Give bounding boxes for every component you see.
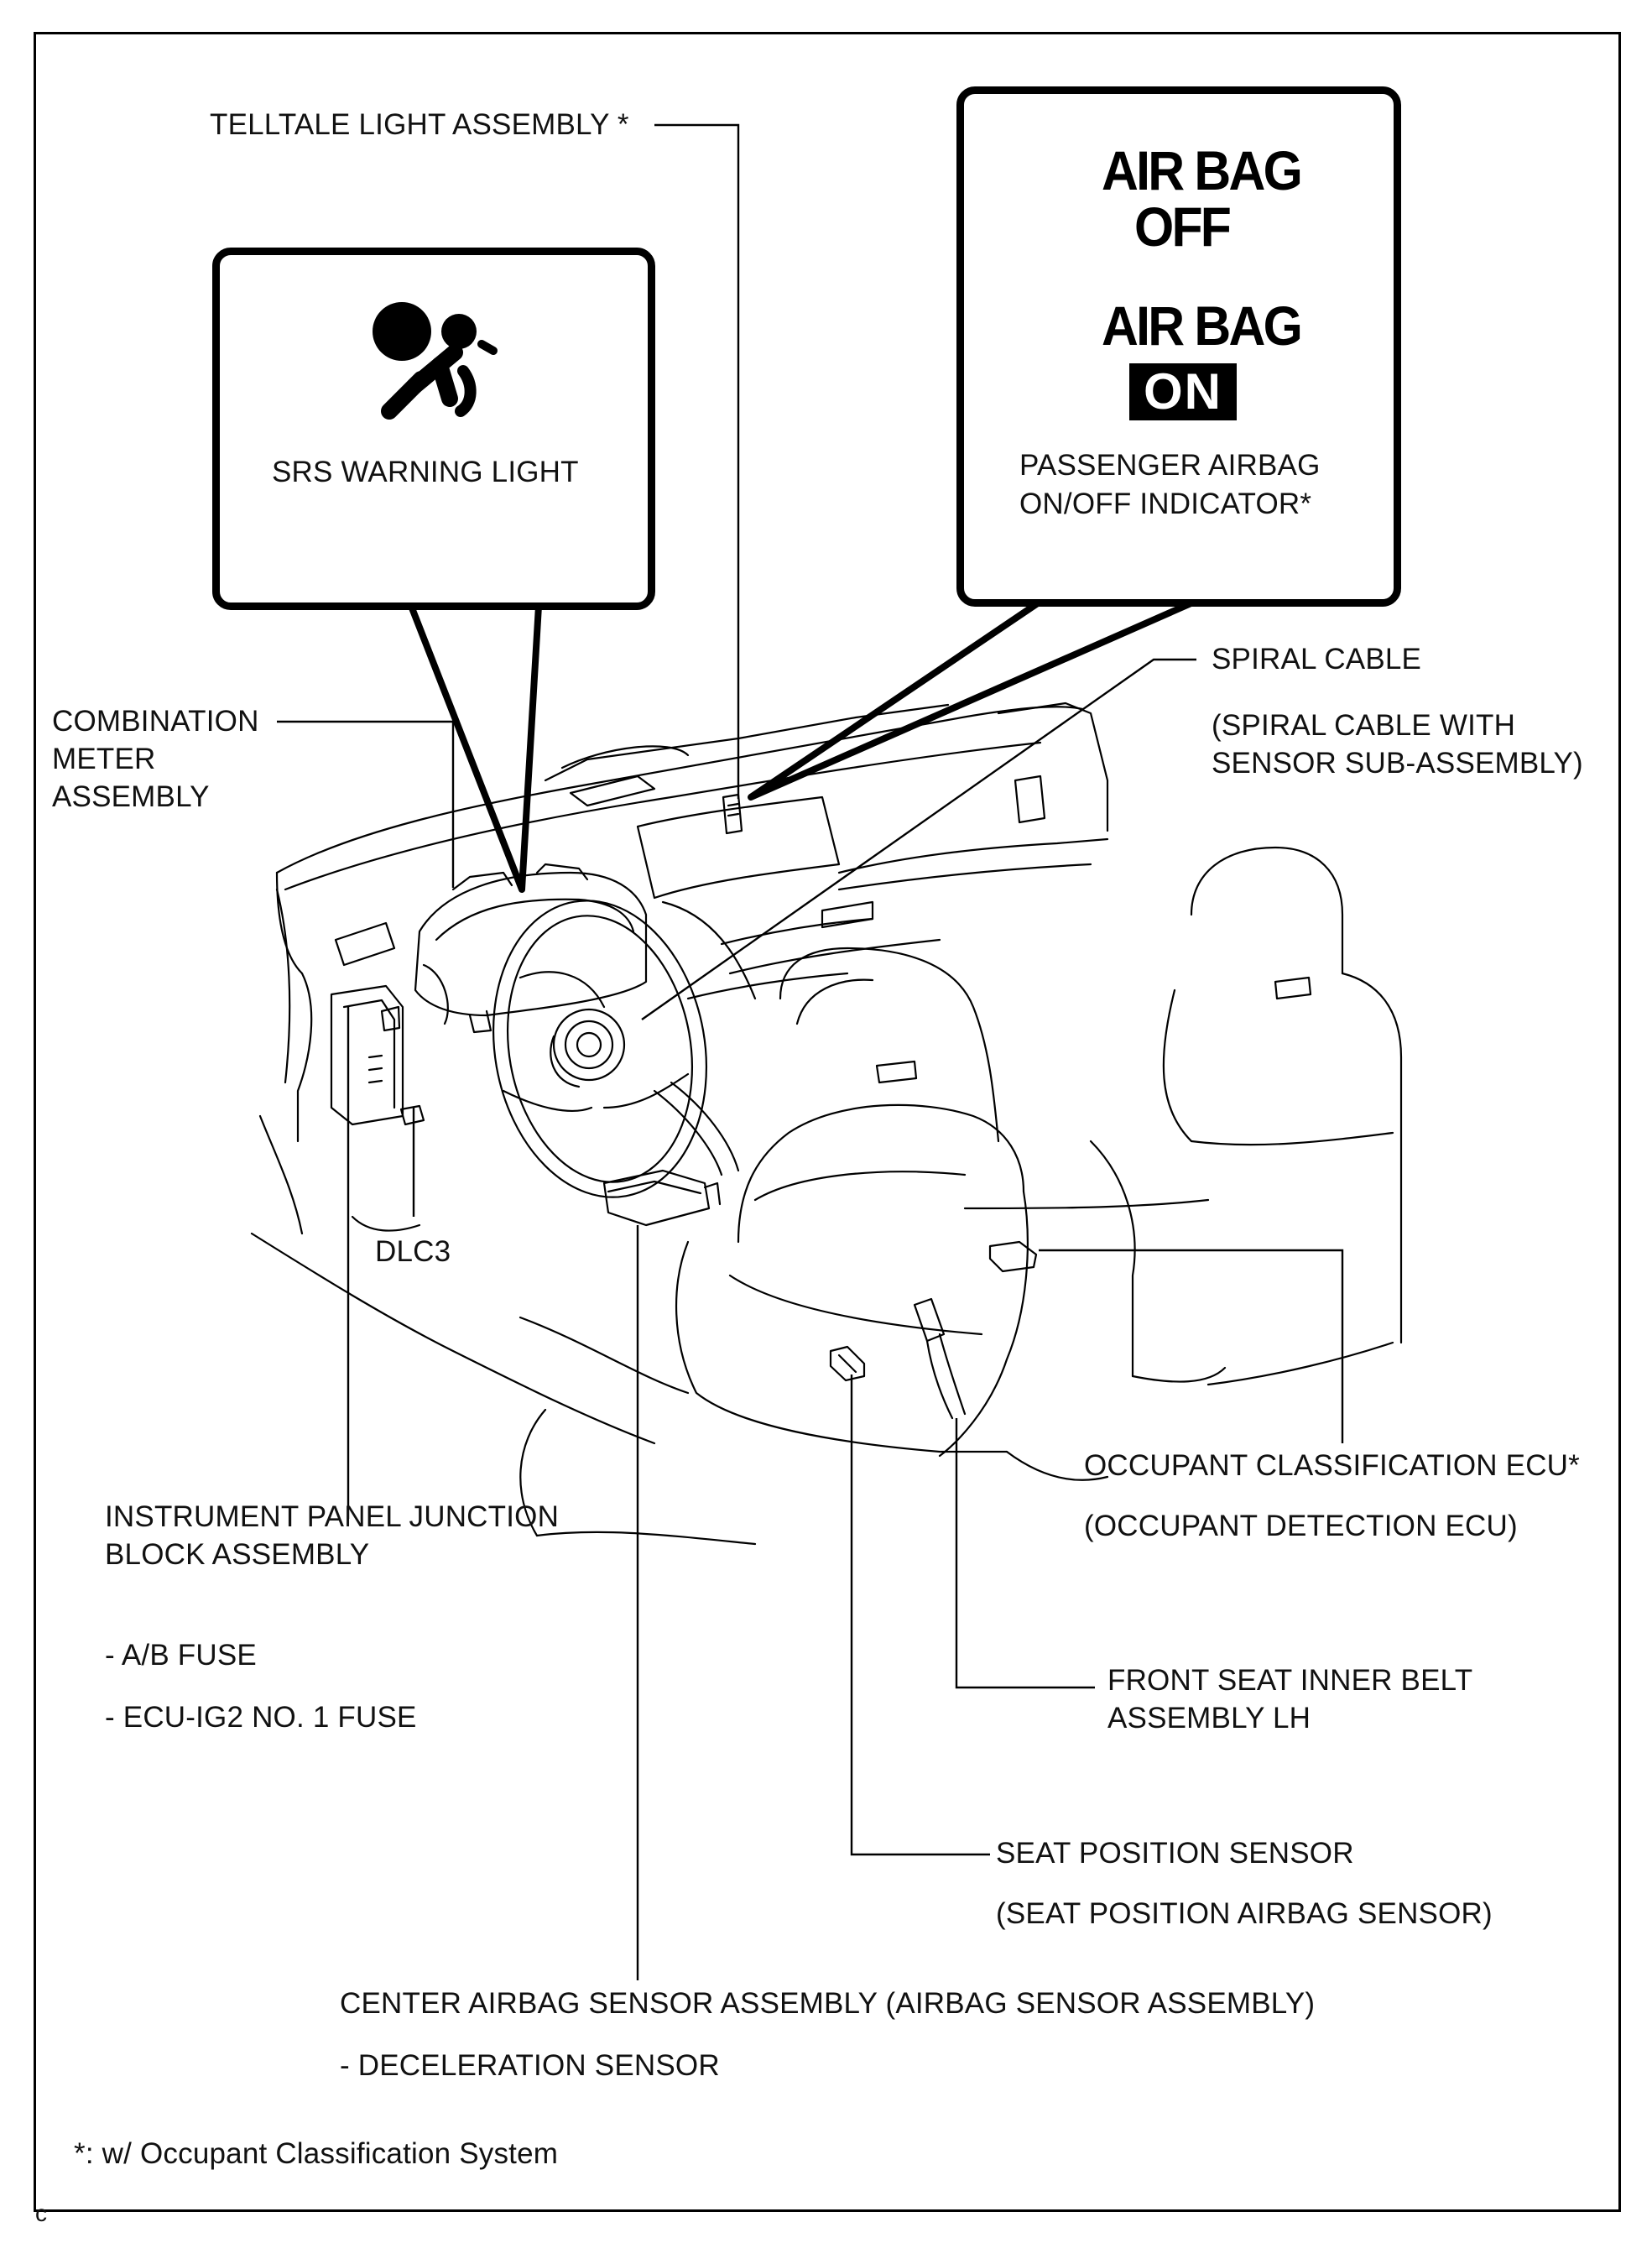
srs-warning-light-label: SRS WARNING LIGHT — [272, 456, 579, 488]
inner-belt-label-2: ASSEMBLY LH — [1107, 1702, 1311, 1734]
passenger-airbag-indicator-callout: AIR BAG OFF AIR BAG ON PASSENGER AIRBAG … — [956, 86, 1401, 607]
ecu-ig2-fuse-label: - ECU-IG2 NO. 1 FUSE — [105, 1701, 417, 1734]
spiral-cable-label: SPIRAL CABLE — [1212, 643, 1422, 676]
airbag-on-badge: ON — [1129, 363, 1237, 420]
footnote: *: w/ Occupant Classification System — [74, 2137, 559, 2170]
spiral-cable-alt-label-1: (SPIRAL CABLE WITH — [1212, 709, 1516, 742]
airbag-warning-icon — [373, 302, 498, 420]
airbag-on-line1: AIR BAG — [1102, 295, 1303, 357]
combination-meter-label-2: METER — [52, 743, 156, 775]
corner-mark: c — [35, 2200, 48, 2226]
occupant-ecu-alt-label: (OCCUPANT DETECTION ECU) — [1084, 1510, 1518, 1542]
ab-fuse-label: - A/B FUSE — [105, 1639, 257, 1672]
occupant-ecu-label: OCCUPANT CLASSIFICATION ECU* — [1084, 1449, 1580, 1482]
airbag-off-line1: AIR BAG — [1102, 139, 1303, 201]
seat-position-sensor-label: SEAT POSITION SENSOR — [996, 1837, 1354, 1870]
passenger-indicator-label-2: ON/OFF INDICATOR* — [1019, 488, 1312, 520]
dlc3-label: DLC3 — [375, 1235, 451, 1268]
combination-meter-label-3: ASSEMBLY — [52, 780, 210, 813]
spiral-cable-alt-label-2: SENSOR SUB-ASSEMBLY) — [1212, 747, 1583, 780]
diagram-border — [34, 32, 1621, 2212]
junction-block-label-1: INSTRUMENT PANEL JUNCTION — [105, 1500, 560, 1533]
combination-meter-label-1: COMBINATION — [52, 705, 259, 738]
inner-belt-label-1: FRONT SEAT INNER BELT — [1107, 1664, 1473, 1697]
seat-position-sensor-alt-label: (SEAT POSITION AIRBAG SENSOR) — [996, 1897, 1493, 1930]
center-airbag-sensor-label: CENTER AIRBAG SENSOR ASSEMBLY (AIRBAG SE… — [340, 1987, 1316, 2020]
srs-warning-light-callout: SRS WARNING LIGHT — [212, 248, 655, 610]
telltale-label: TELLTALE LIGHT ASSEMBLY * — [210, 108, 629, 141]
junction-block-label-2: BLOCK ASSEMBLY — [105, 1538, 370, 1571]
passenger-indicator-label-1: PASSENGER AIRBAG — [1019, 449, 1321, 482]
airbag-off-line2: OFF — [1134, 196, 1232, 258]
deceleration-sensor-label: - DECELERATION SENSOR — [340, 2049, 720, 2082]
